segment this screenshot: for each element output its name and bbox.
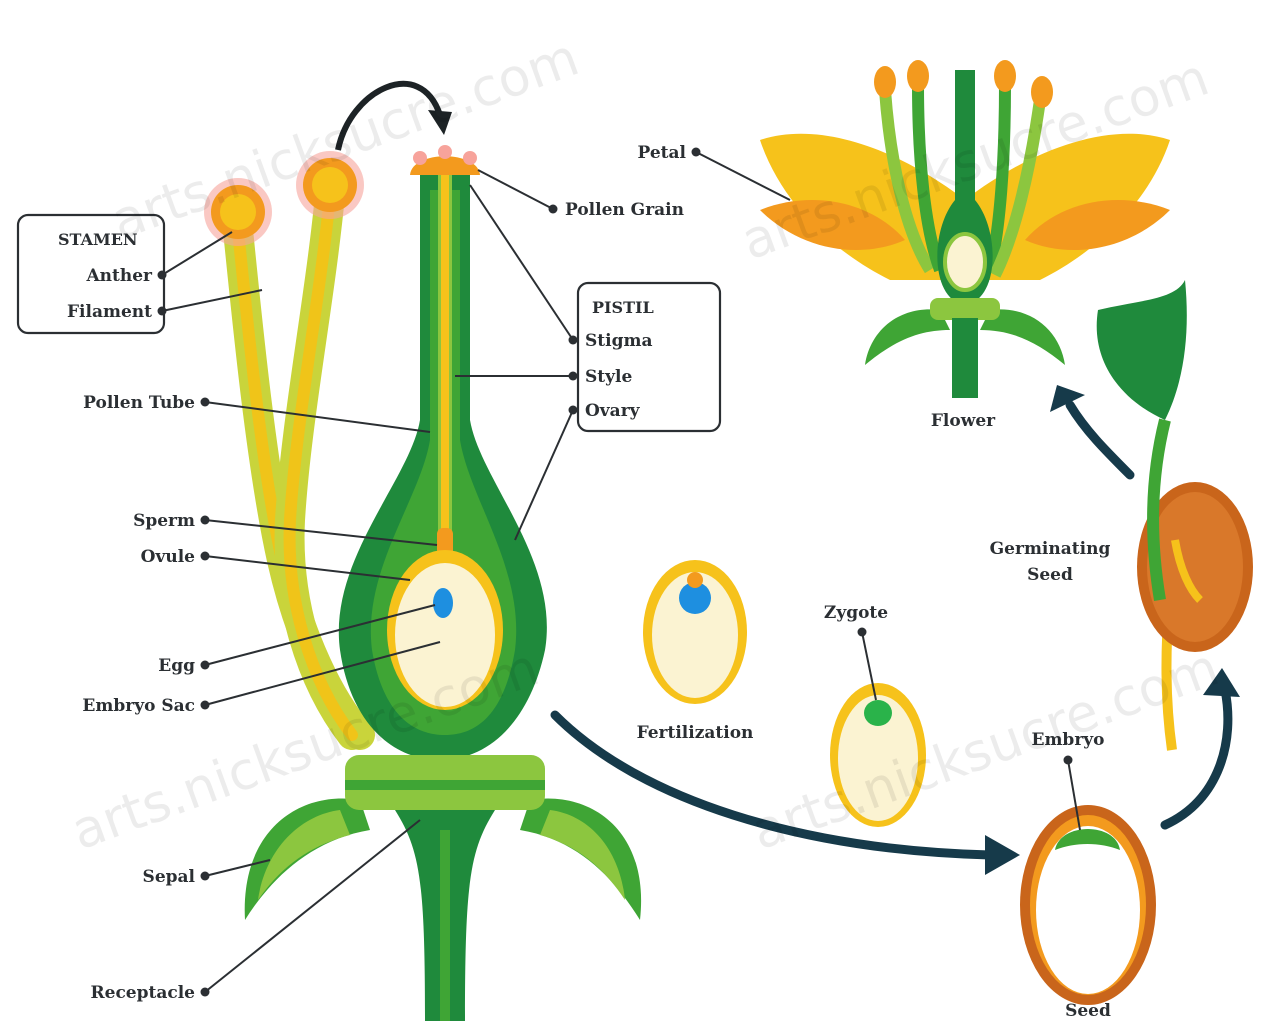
arrow-to-flower bbox=[1070, 405, 1130, 475]
ovule-label: Ovule bbox=[141, 547, 196, 567]
embryo-sac-label: Embryo Sac bbox=[82, 696, 195, 716]
egg-label: Egg bbox=[158, 656, 195, 676]
filament-label: Filament bbox=[67, 302, 152, 322]
pollen-tube bbox=[441, 160, 449, 540]
main-flower bbox=[204, 84, 641, 1021]
germinating-seed-label-line2: Seed bbox=[1027, 565, 1073, 585]
petal-label: Petal bbox=[638, 143, 687, 163]
arrow-to-seed-head bbox=[985, 835, 1020, 875]
watermark-4: arts.nicksucre.com bbox=[744, 638, 1227, 863]
receptacle-stem-highlight bbox=[440, 830, 450, 1021]
watermark-1: arts.nicksucre.com bbox=[104, 28, 587, 253]
flower-label: Flower bbox=[931, 411, 996, 431]
sepal-left bbox=[245, 799, 370, 921]
flower-receptacle bbox=[930, 298, 1000, 320]
stigma-label: Stigma bbox=[585, 331, 652, 351]
fertilization-illustration bbox=[643, 560, 747, 704]
pistil-box-title: PISTIL bbox=[592, 298, 654, 317]
egg bbox=[433, 588, 453, 618]
germinating-seed-label-line1: Germinating bbox=[990, 539, 1111, 559]
seed-label: Seed bbox=[1065, 1001, 1111, 1021]
ovary-label: Ovary bbox=[585, 401, 641, 421]
anther-label: Anther bbox=[85, 266, 153, 286]
zygote-label: Zygote bbox=[824, 603, 888, 623]
flower-ovule bbox=[945, 234, 985, 290]
sprout-leaf bbox=[1097, 280, 1187, 420]
sepal-label: Sepal bbox=[143, 867, 196, 887]
sepal-right bbox=[520, 799, 641, 921]
pollen-tube-label: Pollen Tube bbox=[83, 393, 195, 413]
pollen-grain-label: Pollen Grain bbox=[565, 200, 684, 220]
receptacle-label: Receptacle bbox=[91, 983, 196, 1003]
sperm-label: Sperm bbox=[133, 511, 195, 531]
style-label: Style bbox=[585, 367, 632, 387]
receptacle-band bbox=[345, 780, 545, 790]
fertilization-label: Fertilization bbox=[637, 723, 754, 743]
flower-stem bbox=[952, 318, 978, 398]
seed-illustration bbox=[1020, 805, 1156, 1005]
